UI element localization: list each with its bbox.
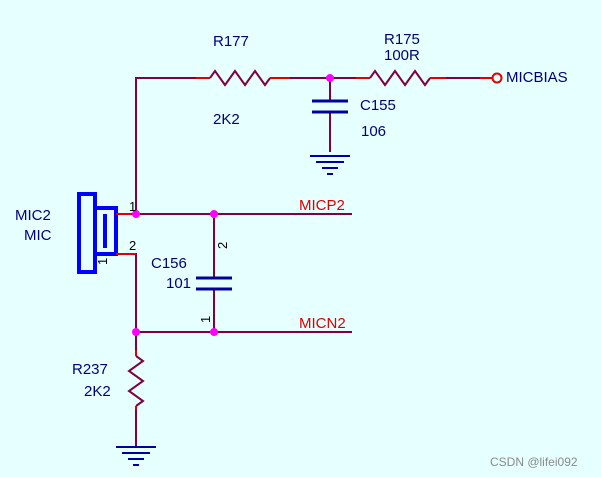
c156-pin-bottom-label: 1 [198, 316, 213, 323]
junction-dot [210, 210, 218, 218]
junctions [132, 74, 334, 336]
mic2-pin2-label: 2 [129, 238, 136, 253]
resistor-r177[interactable] [196, 69, 290, 87]
capacitor-c156[interactable] [196, 276, 232, 291]
wire-mic-pin2 [118, 253, 137, 350]
c156-pin-top-label: 2 [215, 242, 230, 249]
c155-ref-label: C155 [360, 97, 396, 114]
r237-value-label: 2K2 [84, 383, 111, 400]
c156-value-label: 101 [166, 275, 191, 292]
mic2-ref-label: MIC2 [15, 207, 51, 224]
capacitor-c155[interactable] [312, 99, 348, 114]
ground-symbol-r237 [116, 446, 156, 466]
r237-ref-label: R237 [72, 361, 108, 378]
ground-symbol-c155 [310, 155, 350, 175]
r175-ref-label: R175 [384, 31, 420, 48]
junction-dot [210, 328, 218, 336]
mic2-value-label: MIC [24, 227, 52, 244]
r175-value-label: 100R [384, 47, 420, 64]
wire-top-left [135, 77, 196, 214]
c156-ref-label: C156 [151, 255, 187, 272]
micn2-net-label: MICN2 [299, 315, 346, 332]
junction-dot [132, 210, 140, 218]
c155-value-label: 106 [361, 123, 386, 140]
r177-ref-label: R177 [213, 33, 249, 50]
junction-dot [326, 74, 334, 82]
mic2-pin-mark-label: 1 [95, 258, 110, 265]
mic2-pin1-label: 1 [129, 199, 136, 214]
micp2-net-label: MICP2 [299, 197, 345, 214]
r177-value-label: 2K2 [213, 111, 240, 128]
resistor-r175[interactable] [356, 69, 446, 87]
micbias-port[interactable] [480, 72, 503, 84]
watermark: CSDN @lifei092 [490, 455, 578, 469]
resistor-r237[interactable] [127, 350, 145, 410]
junction-dot [132, 328, 140, 336]
micbias-net-label: MICBIAS [506, 69, 568, 86]
